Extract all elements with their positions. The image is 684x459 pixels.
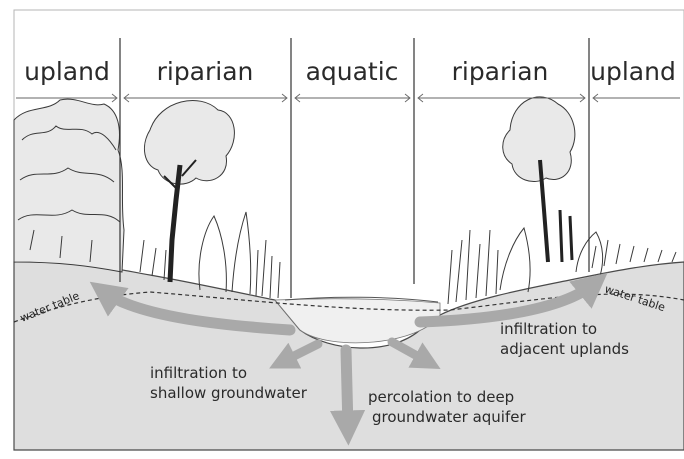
arrow-percolation-deep: [346, 350, 348, 428]
zone-label-upland-left: upland: [24, 57, 110, 86]
zone-label-riparian-right: riparian: [452, 57, 549, 86]
upland-left-vegetation: [14, 99, 124, 272]
zone-label-riparian-left: riparian: [157, 57, 254, 86]
zone-label-aquatic: aquatic: [306, 57, 399, 86]
zone-label-upland-right: upland: [590, 57, 676, 86]
